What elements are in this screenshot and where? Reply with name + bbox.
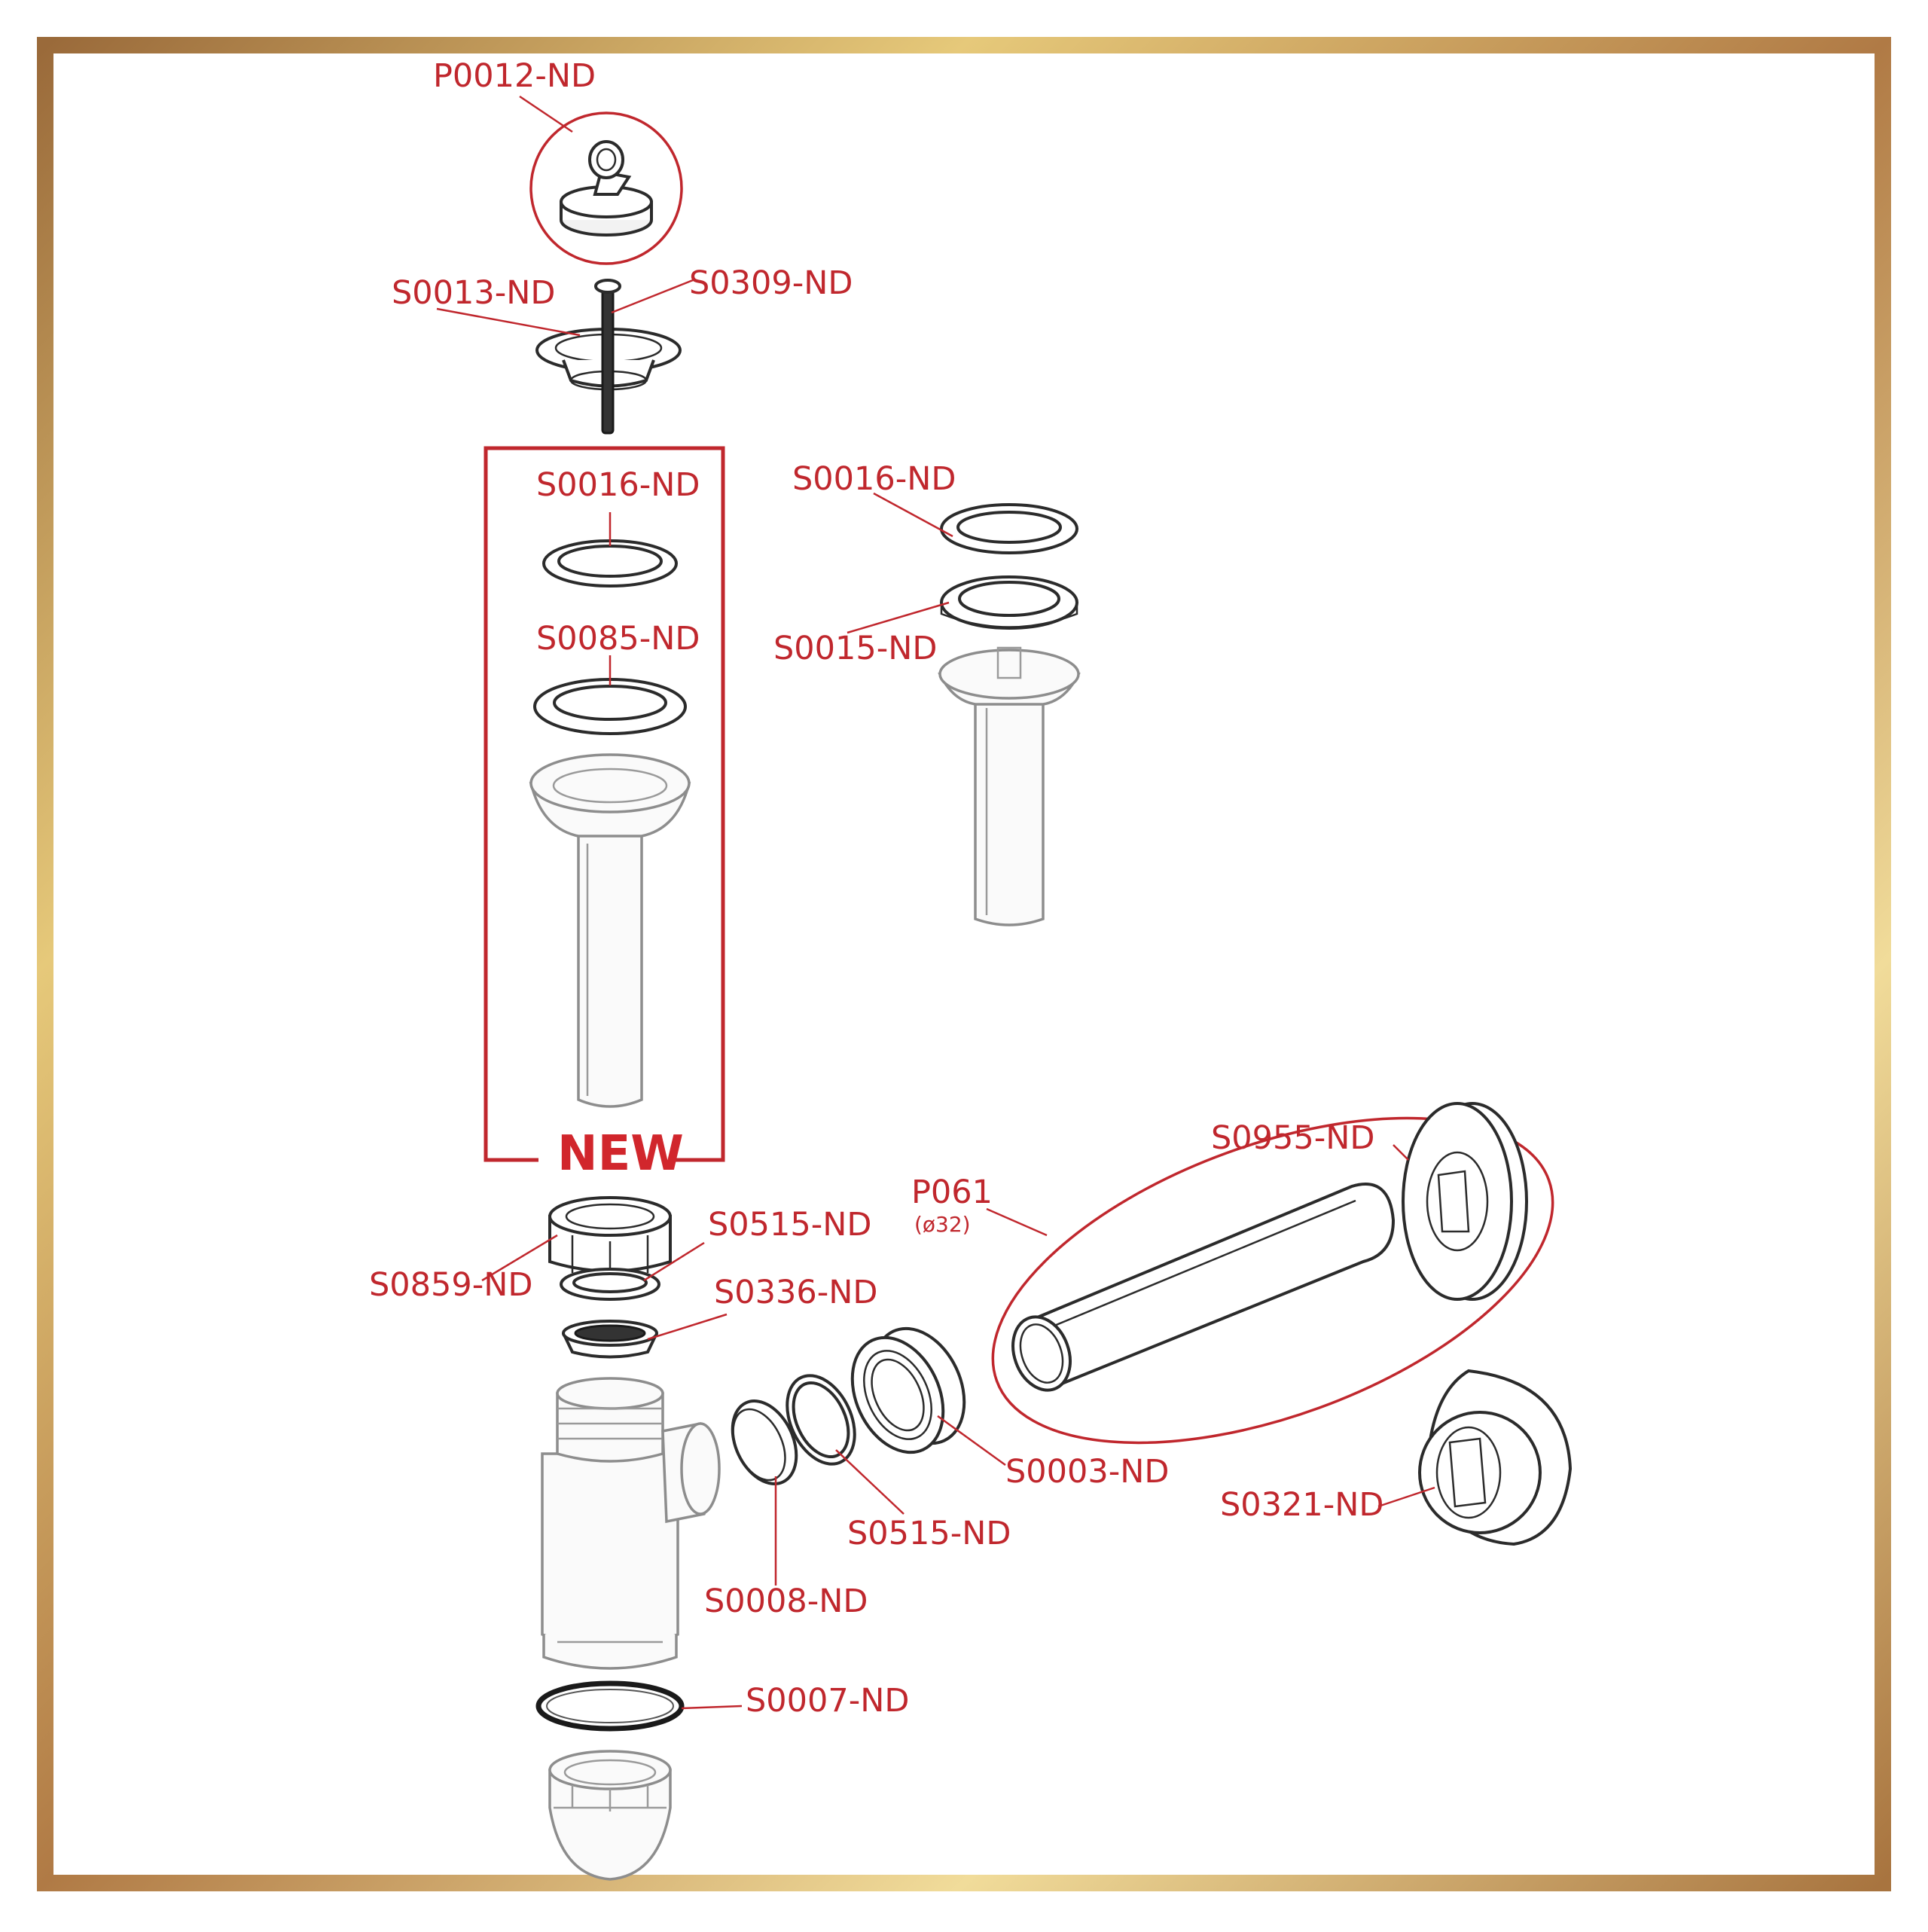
part-s0016-washer-new [542,539,678,588]
part-s0859-nut [548,1196,672,1279]
label-s0955: S0955-ND [1211,1119,1375,1157]
part-short-tailpiece [938,646,1081,926]
part-s0955-rosette [1402,1102,1528,1301]
part-s0515-washer-top [560,1268,660,1301]
label-s0015: S0015-ND [773,630,938,667]
label-s0016-alt: S0016-ND [792,460,956,498]
label-p061-dim: (ø32) [914,1212,971,1237]
leader-lines [436,95,1435,1710]
label-s0085: S0085-ND [536,620,700,658]
new-badge: NEW [557,1126,684,1182]
part-new-tailpiece [529,753,691,1108]
part-s0007-oring [535,1680,685,1732]
label-s0309: S0309-ND [689,264,853,302]
part-p0012-plug [529,111,683,265]
label-s0007: S0007-ND [746,1682,910,1720]
part-s0015-washer [940,575,1078,630]
new-bracket-box [484,446,725,1162]
label-s0008: S0008-ND [704,1583,868,1620]
label-s0515-side: S0515-ND [847,1515,1011,1552]
gold-frame [37,37,1891,1891]
part-p061-pipe [1011,1183,1396,1392]
label-p0012: P0012-ND [433,57,596,95]
label-s0016-new: S0016-ND [536,466,700,504]
label-s0515-top: S0515-ND [708,1206,872,1244]
part-s0321-rosette [1418,1369,1573,1546]
label-s0336: S0336-ND [714,1274,878,1311]
part-bottom-cup [548,1750,672,1881]
part-s0085-washer [533,678,687,735]
part-s0008-cap [731,1399,798,1485]
part-s0003-nut [850,1326,966,1454]
label-p061: P061 [911,1174,993,1211]
label-s0321: S0321-ND [1220,1486,1384,1524]
label-s0859: S0859-ND [369,1266,533,1304]
part-s0515-washer-side [786,1374,856,1466]
label-s0003: S0003-ND [1005,1453,1170,1491]
part-s0309-screw [594,279,621,435]
part-bottle-trap-body [541,1377,721,1670]
pipe-group-outline [991,1116,1554,1445]
part-s0336-ring [562,1320,658,1359]
label-s0013: S0013-ND [392,274,556,312]
part-s0016-washer-alt [940,503,1078,554]
